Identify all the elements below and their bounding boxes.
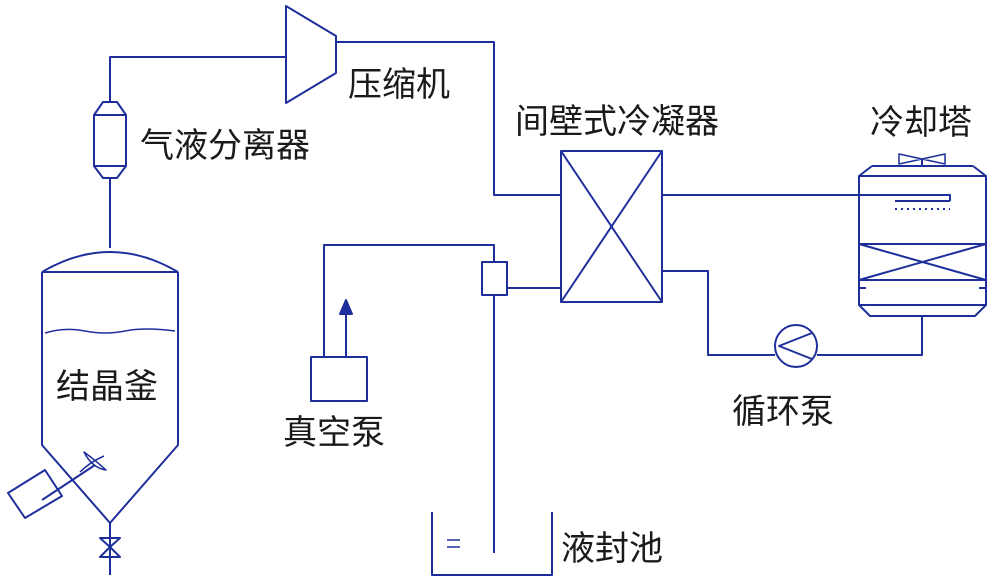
seal-pool bbox=[431, 512, 553, 576]
gas-liquid-separator bbox=[93, 101, 127, 179]
agitator-shaft bbox=[41, 464, 96, 501]
vacuum-pump-label: 真空泵 bbox=[283, 413, 385, 453]
flow-arrow bbox=[339, 299, 353, 315]
condenser-label: 间壁式冷凝器 bbox=[515, 102, 719, 142]
cooling-tower-label: 冷却塔 bbox=[870, 103, 972, 143]
pipe-separator-to-compressor bbox=[109, 56, 286, 102]
fill-packing bbox=[858, 243, 987, 281]
agitator-motor bbox=[7, 469, 63, 519]
pipe-compressor-to-condenser bbox=[336, 41, 561, 196]
condenser bbox=[560, 150, 663, 303]
compressor-label: 压缩机 bbox=[348, 65, 450, 105]
pipe-vacuum-line bbox=[323, 244, 495, 357]
circulation-pump-label: 循环泵 bbox=[732, 392, 834, 432]
drain-valve bbox=[99, 537, 121, 558]
crystallizer-label: 结晶釜 bbox=[56, 367, 158, 407]
pipe-pump-to-tower bbox=[817, 316, 923, 356]
separator-label: 气液分离器 bbox=[140, 126, 310, 166]
trap-box bbox=[481, 261, 508, 296]
tower-fan bbox=[898, 153, 946, 165]
crystallizer bbox=[7, 251, 179, 524]
pipe-condenser-to-tower bbox=[662, 194, 951, 201]
pipe-condenser-to-pump bbox=[662, 270, 775, 356]
liquid-level bbox=[44, 328, 176, 334]
seal-pool-label: 液封池 bbox=[561, 529, 663, 569]
compressor bbox=[285, 5, 337, 104]
piping bbox=[109, 41, 951, 575]
circulation-pump bbox=[774, 324, 818, 368]
agitator-blade bbox=[83, 451, 107, 471]
vacuum-pump bbox=[310, 299, 368, 402]
cooling-tower bbox=[858, 153, 987, 317]
